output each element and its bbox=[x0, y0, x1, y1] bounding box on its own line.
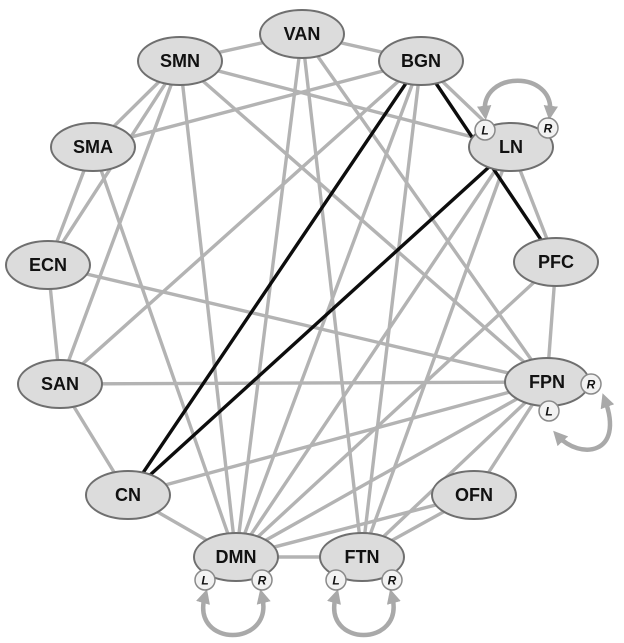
node-ellipse bbox=[513, 237, 599, 287]
node-label: SMN bbox=[160, 51, 200, 71]
badge-label: L bbox=[201, 574, 208, 588]
node-label: LN bbox=[499, 137, 523, 157]
hemisphere-badges-layer: L R L R L R L R bbox=[194, 117, 602, 591]
node-label: BGN bbox=[401, 51, 441, 71]
edge-ln-ftn bbox=[360, 145, 513, 559]
edge-bgn-dmn bbox=[234, 59, 423, 559]
node-ftn: FTN bbox=[319, 532, 405, 582]
node-smn: SMN bbox=[137, 36, 223, 86]
edge-van-dmn bbox=[234, 32, 304, 559]
node-san: SAN bbox=[17, 359, 103, 409]
badge-circle bbox=[538, 400, 560, 422]
node-ofn: OFN bbox=[431, 470, 517, 520]
self-loops-layer bbox=[196, 78, 615, 638]
node-ellipse bbox=[378, 36, 464, 86]
node-pfc: PFC bbox=[513, 237, 599, 287]
node-label: PFC bbox=[538, 252, 574, 272]
badge-circle bbox=[325, 569, 347, 591]
node-ellipse bbox=[85, 470, 171, 520]
node-dmn: DMN bbox=[193, 532, 279, 582]
badge-label: R bbox=[544, 122, 553, 136]
edge-san-fpn bbox=[58, 380, 549, 386]
node-label: CN bbox=[115, 485, 141, 505]
edge-sma-dmn bbox=[91, 145, 238, 559]
node-ellipse bbox=[431, 470, 517, 520]
node-label: ECN bbox=[29, 255, 67, 275]
hemisphere-badge-ftn-r: R bbox=[381, 569, 403, 591]
badge-label: R bbox=[587, 378, 596, 392]
edge-ln-dmn bbox=[234, 145, 513, 559]
badge-circle bbox=[580, 373, 602, 395]
edge-pfc-dmn bbox=[234, 260, 558, 559]
hemisphere-badge-dmn-r: R bbox=[251, 569, 273, 591]
hemisphere-badge-dmn-l: L bbox=[194, 569, 216, 591]
self-loop-arrow-fpn bbox=[553, 393, 615, 452]
badge-circle bbox=[194, 569, 216, 591]
node-van: VAN bbox=[259, 9, 345, 59]
badge-label: L bbox=[545, 405, 552, 419]
node-label: SAN bbox=[41, 374, 79, 394]
edge-bgn-cn bbox=[126, 59, 423, 497]
nodes-layer: VAN SMN BGN SMA LN ECN PFC SAN FPN CN OFN DMN FTN bbox=[5, 9, 599, 582]
node-label: FPN bbox=[529, 372, 565, 392]
node-fpn: FPN bbox=[504, 357, 590, 407]
badge-label: L bbox=[332, 574, 339, 588]
node-label: SMA bbox=[73, 137, 113, 157]
node-ellipse bbox=[17, 359, 103, 409]
node-label: FTN bbox=[345, 547, 380, 567]
node-label: OFN bbox=[455, 485, 493, 505]
node-label: DMN bbox=[216, 547, 257, 567]
edge-ecn-fpn bbox=[46, 263, 549, 384]
node-bgn: BGN bbox=[378, 36, 464, 86]
edge-fpn-ftn bbox=[360, 380, 549, 559]
hemisphere-badge-fpn-l: L bbox=[538, 400, 560, 422]
node-ellipse bbox=[137, 36, 223, 86]
edge-smn-ln bbox=[178, 59, 513, 149]
self-loop-arrow-ftn bbox=[327, 589, 401, 638]
hemisphere-badge-ln-r: R bbox=[537, 117, 559, 139]
badge-label: R bbox=[388, 574, 397, 588]
node-ecn: ECN bbox=[5, 240, 91, 290]
hemisphere-badge-ftn-l: L bbox=[325, 569, 347, 591]
self-loop-arrow-ln bbox=[477, 78, 558, 121]
edge-bgn-sma bbox=[91, 59, 423, 149]
badge-circle bbox=[474, 119, 496, 141]
node-ellipse bbox=[319, 532, 405, 582]
badge-circle bbox=[381, 569, 403, 591]
node-ellipse bbox=[259, 9, 345, 59]
node-cn: CN bbox=[85, 470, 171, 520]
edge-van-fpn bbox=[300, 32, 549, 384]
edge-ofn-dmn bbox=[234, 493, 476, 559]
edge-smn-dmn bbox=[178, 59, 238, 559]
node-ellipse bbox=[5, 240, 91, 290]
node-label: VAN bbox=[284, 24, 321, 44]
node-sma: SMA bbox=[50, 122, 136, 172]
edge-bgn-ftn bbox=[360, 59, 423, 559]
self-loop-arrow-dmn bbox=[196, 589, 271, 638]
badge-label: R bbox=[258, 574, 267, 588]
edge-fpn-dmn bbox=[234, 380, 549, 559]
edge-cn-fpn bbox=[126, 380, 549, 497]
node-ellipse bbox=[193, 532, 279, 582]
badge-label: L bbox=[481, 124, 488, 138]
node-ellipse bbox=[50, 122, 136, 172]
edge-bgn-san bbox=[58, 59, 423, 386]
hemisphere-badge-fpn-r: R bbox=[580, 373, 602, 395]
badge-circle bbox=[251, 569, 273, 591]
edge-ln-cn bbox=[126, 145, 513, 497]
hemisphere-badge-ln-l: L bbox=[474, 119, 496, 141]
badge-circle bbox=[537, 117, 559, 139]
